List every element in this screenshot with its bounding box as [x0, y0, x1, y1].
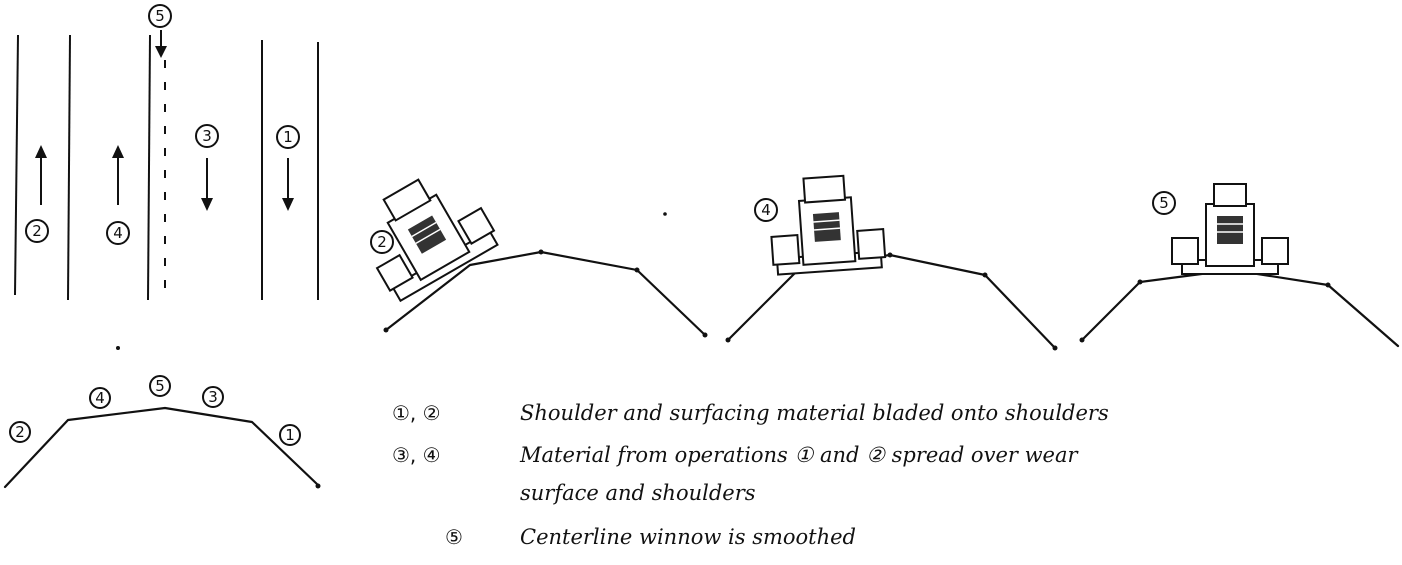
grader-3-road-dot-c — [1326, 283, 1331, 288]
grader-3-label: 5 — [1159, 194, 1169, 212]
grader-1-road-dot-b — [539, 250, 544, 255]
cross-section: 2 4 5 3 1 — [5, 376, 321, 489]
motor-grader-1 — [349, 160, 501, 303]
legend-key-2: ③, ④ — [392, 443, 441, 467]
xs-label-left: 2 — [15, 423, 25, 441]
grader-2-road-dot-c — [983, 273, 988, 278]
cross-section-profile — [5, 408, 318, 487]
xs-label-right: 1 — [285, 426, 295, 444]
legend-text-1: Shoulder and surfacing material bladed o… — [520, 401, 1109, 425]
grader-1-road-dot-d — [703, 333, 708, 338]
grader-2-road-dot-a — [726, 338, 731, 343]
op3-number: 3 — [202, 127, 212, 145]
grader-3-road-dot-b — [1138, 280, 1143, 285]
grader-2-cab — [803, 176, 845, 203]
lane-line-left-1 — [68, 35, 70, 300]
op5-marker: 5 — [149, 5, 171, 58]
motor-grader-3 — [1172, 184, 1288, 274]
grader-2-tire-left — [771, 235, 799, 265]
grader-section-1: 2 — [349, 160, 707, 338]
legend-key-1: ①, ② — [392, 401, 441, 425]
grader-3-road-profile — [1082, 270, 1398, 346]
legend-text-2: Material from operations ① and ② spread … — [519, 443, 1080, 467]
grader-3-cab — [1214, 184, 1246, 206]
op4-number: 4 — [113, 224, 123, 242]
stray-dot-2 — [663, 212, 667, 216]
road-edge-left — [15, 35, 18, 295]
grader-3-tire-right — [1262, 238, 1288, 264]
legend: ①, ② Shoulder and surfacing material bla… — [392, 401, 1109, 549]
grader-2-engine-hatch — [813, 212, 841, 242]
stray-dot — [116, 346, 120, 350]
grader-1-road-dot-c — [635, 268, 640, 273]
lane-line-left-2 — [148, 35, 150, 300]
profile-end-dot — [316, 484, 321, 489]
grader-3-tire-left — [1172, 238, 1198, 264]
grader-section-3: 5 — [1080, 184, 1399, 346]
op1-number: 1 — [283, 128, 293, 146]
plan-view: 5 3 1 2 4 — [15, 5, 318, 350]
op1-arrowhead — [282, 198, 294, 211]
grader-3-engine-hatch — [1217, 216, 1243, 244]
xs-label-center: 5 — [155, 377, 165, 395]
op2-marker: 2 — [26, 145, 48, 242]
op2-number: 2 — [32, 222, 42, 240]
motor-grader-2 — [768, 173, 886, 275]
grader-2-tire-right — [857, 229, 885, 259]
xs-label-mid-left: 4 — [95, 389, 105, 407]
op3-marker: 3 — [196, 125, 218, 211]
legend-text-4: Centerline winnow is smoothed — [520, 525, 856, 549]
xs-label-mid-right: 3 — [208, 388, 218, 406]
grader-2-road-dot-b — [888, 253, 893, 258]
legend-key-4: ⑤ — [445, 525, 463, 549]
op5-arrowhead — [155, 46, 167, 58]
grader-1-road-dot-a — [384, 328, 389, 333]
grader-2-road-dot-d — [1053, 346, 1058, 351]
op5-number: 5 — [155, 7, 165, 25]
op3-arrowhead — [201, 198, 213, 211]
grader-3-road-dot-a — [1080, 338, 1085, 343]
legend-text-3: surface and shoulders — [520, 481, 756, 505]
op1-marker: 1 — [277, 126, 299, 211]
grader-section-2: 4 — [726, 173, 1058, 350]
grader-1-label: 2 — [377, 233, 387, 251]
grader-2-label: 4 — [761, 201, 771, 219]
op4-marker: 4 — [107, 145, 129, 244]
